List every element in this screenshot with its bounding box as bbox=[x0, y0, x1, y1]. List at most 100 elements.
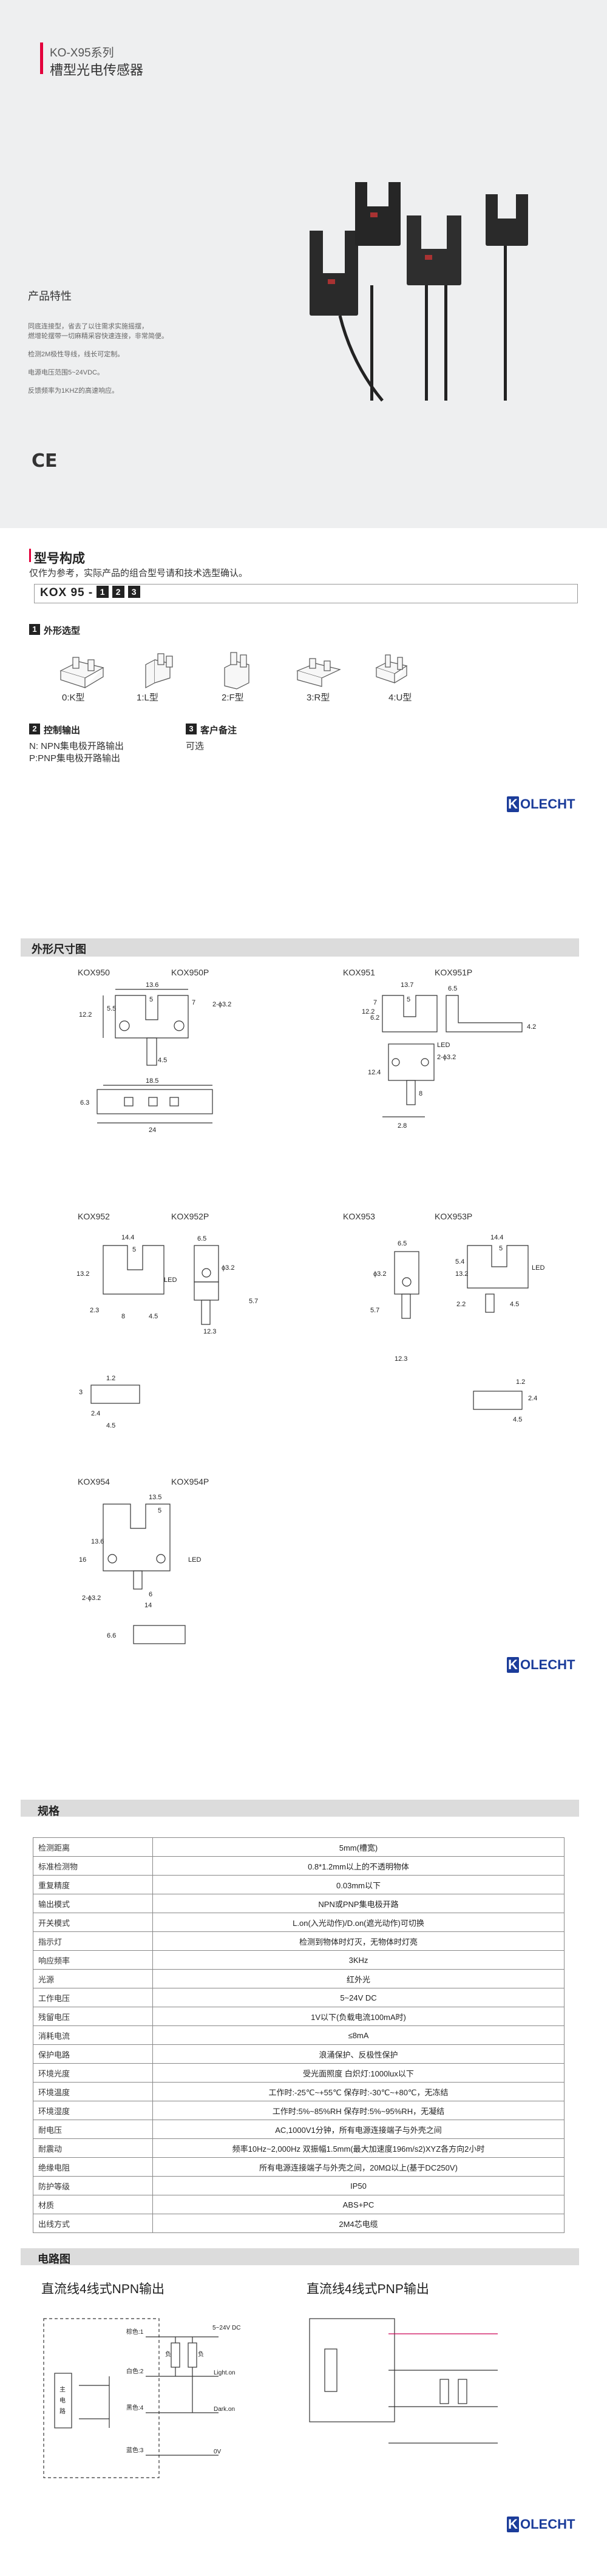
spec-value: NPN或PNP集电极开路 bbox=[152, 1894, 565, 1913]
shape-heading: 外形选型 bbox=[44, 626, 81, 636]
section-accent bbox=[29, 549, 31, 562]
svg-text:6.2: 6.2 bbox=[370, 1014, 379, 1022]
svg-text:6.5: 6.5 bbox=[448, 985, 457, 992]
svg-text:LED: LED bbox=[532, 1264, 544, 1272]
spec-heading: 规格 bbox=[38, 1805, 59, 1817]
spec-key: 材质 bbox=[33, 2195, 153, 2214]
spec-value: IP50 bbox=[152, 2176, 565, 2195]
svg-text:4.5: 4.5 bbox=[106, 1422, 115, 1429]
svg-text:13.7: 13.7 bbox=[401, 981, 413, 989]
svg-text:黑色:4: 黑色:4 bbox=[126, 2404, 144, 2412]
svg-text:4.5: 4.5 bbox=[149, 1313, 158, 1320]
svg-text:6.6: 6.6 bbox=[107, 1632, 116, 1639]
spec-row: 光源红外光 bbox=[33, 1969, 565, 1988]
shape-type: 0:K型 bbox=[62, 693, 85, 703]
svg-text:24: 24 bbox=[149, 1127, 156, 1134]
spec-key: 响应频率 bbox=[33, 1950, 153, 1970]
spec-row: 绝缘电阻所有电源连接端子与外壳之间，20MΩ以上(基于DC250V) bbox=[33, 2157, 565, 2177]
spec-key: 输出模式 bbox=[33, 1894, 153, 1913]
svg-text:LED: LED bbox=[188, 1556, 201, 1564]
spec-value: 检测到物体时灯灭，无物体时灯亮 bbox=[152, 1931, 565, 1951]
npn-circuit: 主电路 棕色:1白色:2黑色:4蓝色:3 5~24V DCLight.onDar… bbox=[43, 2318, 240, 2478]
model-slot-1: 1 bbox=[97, 586, 109, 598]
drawing-title: KOX951 bbox=[343, 968, 375, 977]
drawing-title: KOX954 bbox=[78, 1477, 110, 1486]
svg-text:5: 5 bbox=[158, 1507, 161, 1514]
svg-text:5: 5 bbox=[132, 1246, 136, 1253]
spec-value: 1V以下(负载电流100mA时) bbox=[152, 2007, 565, 2026]
spec-key: 环境温度 bbox=[33, 2082, 153, 2101]
title-accent-bar bbox=[40, 42, 43, 74]
drawing-title: KOX952 bbox=[78, 1212, 110, 1221]
drawing-title: KOX950 bbox=[78, 968, 110, 977]
svg-text:2.8: 2.8 bbox=[398, 1122, 407, 1130]
model-description: 仅作为参考，实际产品的组合型号请和技术选型确认。 bbox=[29, 568, 248, 578]
svg-text:电: 电 bbox=[59, 2396, 66, 2404]
spec-row: 环境湿度工作时:5%~85%RH 保存时:5%~95%RH，无凝结 bbox=[33, 2101, 565, 2120]
spec-value: 受光面照度 白炽灯:1000lux以下 bbox=[152, 2063, 565, 2083]
shape-type: 2:F型 bbox=[222, 693, 244, 703]
circuit-heading: 电路图 bbox=[38, 2253, 70, 2265]
drawing-title: KOX954P bbox=[171, 1477, 209, 1486]
spec-value: 0.03mm以下 bbox=[152, 1875, 565, 1894]
spec-key: 出线方式 bbox=[33, 2214, 153, 2233]
svg-text:2-ϕ3.2: 2-ϕ3.2 bbox=[437, 1054, 456, 1061]
shape-type: 3:R型 bbox=[307, 693, 330, 703]
series-name: KO-X95系列 bbox=[50, 47, 114, 59]
svg-text:13.5: 13.5 bbox=[149, 1494, 161, 1501]
spec-value: 所有电源连接端子与外壳之间，20MΩ以上(基于DC250V) bbox=[152, 2157, 565, 2177]
remark-heading: 客户备注 bbox=[200, 725, 237, 736]
spec-key: 防护等级 bbox=[33, 2176, 153, 2195]
spec-value: 0.8*1.2mm以上的不透明物体 bbox=[152, 1856, 565, 1876]
svg-text:2.4: 2.4 bbox=[528, 1395, 537, 1402]
section-number: 2 bbox=[29, 724, 40, 734]
spec-value: 工作时:-25℃~+55℃ 保存时:-30℃~+80℃，无冻结 bbox=[152, 2082, 565, 2101]
svg-text:棕色:1: 棕色:1 bbox=[126, 2328, 144, 2336]
svg-text:5.7: 5.7 bbox=[370, 1307, 379, 1314]
spec-key: 指示灯 bbox=[33, 1931, 153, 1951]
drawing-title: KOX953 bbox=[343, 1212, 375, 1221]
svg-text:7: 7 bbox=[192, 999, 195, 1006]
svg-text:2.2: 2.2 bbox=[456, 1301, 466, 1308]
model-code-prefix: KOX 95 - bbox=[40, 586, 93, 599]
svg-text:14.4: 14.4 bbox=[121, 1234, 134, 1241]
spec-value: 工作时:5%~85%RH 保存时:5%~95%RH，无凝结 bbox=[152, 2101, 565, 2120]
spec-key: 标准检测物 bbox=[33, 1856, 153, 1876]
section-number: 1 bbox=[29, 624, 40, 635]
spec-key: 耐电压 bbox=[33, 2120, 153, 2139]
spec-value: 3KHz bbox=[152, 1950, 565, 1970]
svg-text:4.2: 4.2 bbox=[527, 1023, 536, 1031]
spec-key: 绝缘电阻 bbox=[33, 2157, 153, 2177]
svg-text:LED: LED bbox=[437, 1042, 450, 1049]
output-option: P:PNP集电极开路输出 bbox=[29, 753, 121, 764]
spec-value: 5~24V DC bbox=[152, 1988, 565, 2007]
svg-text:1.2: 1.2 bbox=[516, 1378, 525, 1386]
spec-value: ≤8mA bbox=[152, 2025, 565, 2045]
svg-text:12.3: 12.3 bbox=[203, 1328, 216, 1335]
dims-heading: 外形尺寸图 bbox=[32, 943, 86, 955]
svg-text:6.5: 6.5 bbox=[398, 1240, 407, 1247]
svg-text:白色:2: 白色:2 bbox=[126, 2367, 144, 2375]
svg-text:12.2: 12.2 bbox=[79, 1011, 92, 1019]
svg-text:6.3: 6.3 bbox=[80, 1099, 89, 1107]
svg-text:8: 8 bbox=[419, 1090, 422, 1097]
spec-value: 2M4芯电缆 bbox=[152, 2214, 565, 2233]
svg-text:负: 负 bbox=[165, 2350, 171, 2358]
svg-text:3: 3 bbox=[79, 1389, 83, 1396]
drawing-title: KOX951P bbox=[435, 968, 473, 977]
spec-value: 频率10Hz~2,000Hz 双振幅1.5mm(最大加速度196m/s2)XYZ… bbox=[152, 2138, 565, 2158]
svg-text:4.5: 4.5 bbox=[158, 1057, 167, 1064]
svg-text:2-ϕ3.2: 2-ϕ3.2 bbox=[82, 1595, 101, 1602]
spec-key: 保护电路 bbox=[33, 2044, 153, 2064]
svg-text:Dark.on: Dark.on bbox=[214, 2406, 235, 2413]
